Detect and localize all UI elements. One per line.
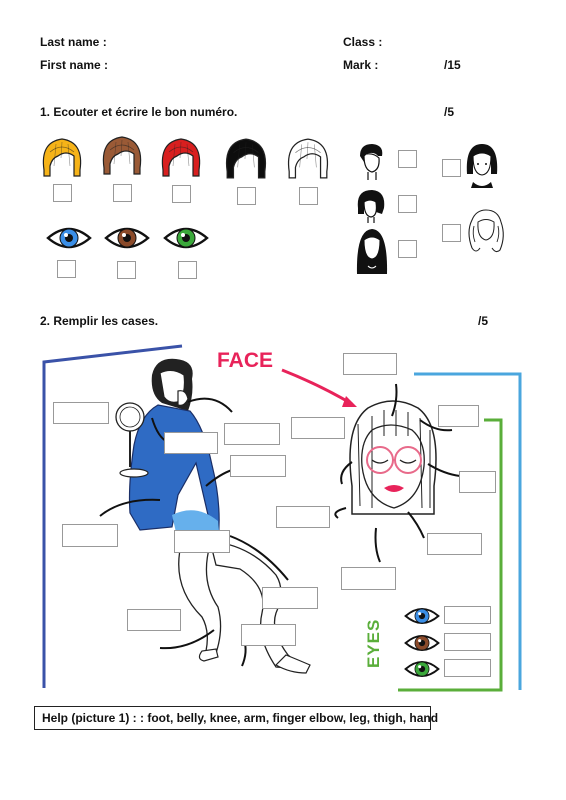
answer-box-body-4[interactable] bbox=[230, 455, 286, 477]
hair-red-icon bbox=[161, 138, 201, 177]
answer-box-body-8[interactable] bbox=[127, 609, 181, 631]
eye-blue-icon bbox=[46, 227, 92, 249]
answer-box-eye-1[interactable] bbox=[57, 260, 76, 278]
answer-box-hair-1[interactable] bbox=[53, 184, 72, 202]
answer-box-portrait-4[interactable] bbox=[442, 159, 461, 177]
answer-box-hair-5[interactable] bbox=[299, 187, 318, 205]
portrait-bob-hair-front-icon bbox=[466, 144, 498, 188]
face-with-glasses-illustration bbox=[349, 400, 437, 515]
portrait-bob-hair-side-icon bbox=[357, 190, 385, 223]
portrait-long-hair-icon bbox=[356, 229, 388, 274]
answer-box-portrait-1[interactable] bbox=[398, 150, 417, 168]
answer-box-portrait-2[interactable] bbox=[398, 195, 417, 213]
answer-box-eye-3[interactable] bbox=[178, 261, 197, 279]
answer-box-face-7[interactable] bbox=[341, 567, 396, 590]
answer-box-hair-2[interactable] bbox=[113, 184, 132, 202]
answer-box-face-2[interactable] bbox=[291, 417, 345, 439]
answer-box-eye-colour-1[interactable] bbox=[444, 606, 491, 624]
answer-box-face-5[interactable] bbox=[276, 506, 330, 528]
help-box: Help (picture 1) : : foot, belly, knee, … bbox=[34, 706, 438, 730]
exercise1-title: 1. Ecouter et écrire le bon numéro. bbox=[40, 105, 238, 119]
answer-box-body-2[interactable] bbox=[164, 432, 218, 454]
answer-box-face-6[interactable] bbox=[427, 533, 482, 555]
portrait-curly-hair-icon bbox=[468, 209, 504, 253]
help-text: Help (picture 1) : : foot, belly, knee, … bbox=[42, 711, 439, 725]
answer-box-eye-colour-2[interactable] bbox=[444, 633, 491, 651]
answer-box-body-3[interactable] bbox=[224, 423, 280, 445]
eye-green-icon bbox=[163, 227, 209, 249]
answer-box-body-1[interactable] bbox=[53, 402, 109, 424]
eye-brown-small-icon bbox=[404, 635, 440, 651]
hair-black-icon bbox=[225, 138, 267, 179]
eye-blue-small-icon bbox=[404, 608, 440, 624]
answer-box-portrait-5[interactable] bbox=[442, 224, 461, 242]
eye-green-small-icon bbox=[404, 661, 440, 677]
exercise1-score: /5 bbox=[444, 105, 455, 119]
hair-white-icon bbox=[287, 138, 329, 179]
exercise2-score: /5 bbox=[478, 314, 489, 328]
exercise2-title: 2. Remplir les cases. bbox=[40, 314, 159, 328]
answer-box-portrait-3[interactable] bbox=[398, 240, 417, 258]
face-label: FACE bbox=[217, 349, 274, 372]
answer-box-body-6[interactable] bbox=[174, 530, 230, 553]
answer-box-body-7[interactable] bbox=[262, 587, 318, 609]
answer-box-eye-2[interactable] bbox=[117, 261, 136, 279]
answer-box-face-4[interactable] bbox=[459, 471, 496, 493]
answer-box-hair-4[interactable] bbox=[237, 187, 256, 205]
hair-brown-icon bbox=[102, 136, 142, 175]
first-name-label: First name : bbox=[40, 58, 109, 72]
answer-box-body-5[interactable] bbox=[62, 524, 118, 547]
answer-box-face-3[interactable] bbox=[438, 405, 479, 427]
last-name-label: Last name : bbox=[40, 35, 107, 49]
hair-yellow-icon bbox=[42, 138, 82, 177]
answer-box-eye-colour-3[interactable] bbox=[444, 659, 491, 677]
portrait-short-hair-side-icon bbox=[360, 144, 383, 180]
answer-box-hair-3[interactable] bbox=[172, 185, 191, 203]
mark-total: /15 bbox=[444, 58, 461, 72]
answer-box-body-9[interactable] bbox=[241, 624, 296, 646]
class-label: Class : bbox=[343, 35, 383, 49]
answer-box-face-1[interactable] bbox=[343, 353, 397, 375]
mark-label: Mark : bbox=[343, 58, 379, 72]
eye-brown-icon bbox=[104, 227, 150, 249]
